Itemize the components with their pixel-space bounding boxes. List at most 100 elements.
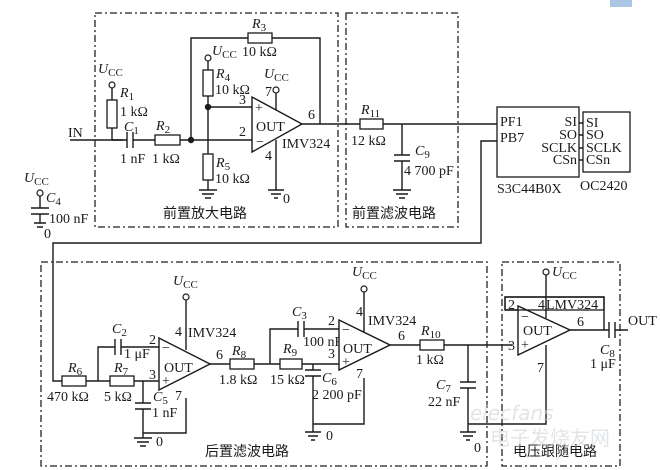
section-label-postfilter: 后置滤波电路	[205, 444, 289, 460]
ground-icon	[305, 424, 321, 441]
svg-text:UCC: UCC	[552, 265, 577, 282]
svg-text:3: 3	[239, 93, 246, 108]
svg-text:R9: R9	[282, 342, 298, 359]
c7-value: 22 nF	[428, 395, 461, 410]
wire	[97, 346, 159, 381]
watermark-text-cn: 电子发烧友网	[490, 426, 610, 450]
capacitor-c6	[305, 364, 321, 424]
ground-icon	[460, 424, 476, 441]
r9-value: 15 kΩ	[270, 373, 305, 388]
svg-text:0: 0	[156, 435, 163, 450]
capacitor-c3	[297, 321, 305, 337]
svg-text:+: +	[521, 338, 529, 353]
mcu-s3c44b0x	[496, 106, 580, 178]
svg-text:R2: R2	[155, 119, 170, 136]
svg-text:7: 7	[175, 389, 182, 404]
svg-text:R6: R6	[67, 361, 83, 378]
svg-text:C3: C3	[292, 305, 307, 322]
section-box-follower	[501, 261, 621, 467]
svg-text:0: 0	[283, 192, 290, 207]
svg-text:C5: C5	[153, 390, 168, 407]
svg-text:OUT: OUT	[164, 361, 193, 376]
opamp-u4-part: LMV324	[546, 298, 598, 313]
svg-text:−: −	[162, 341, 170, 356]
spi-bus	[579, 122, 583, 161]
svg-text:3: 3	[508, 339, 515, 354]
svg-text:R8: R8	[231, 344, 247, 361]
resistor-r4	[202, 69, 214, 97]
svg-text:SO: SO	[559, 128, 577, 143]
r3-value: 10 kΩ	[242, 45, 277, 60]
svg-text:−: −	[256, 135, 264, 150]
r4-value: 10 kΩ	[215, 83, 250, 98]
svg-text:C2: C2	[112, 322, 127, 339]
c6-value: 2 200 pF	[312, 388, 362, 403]
wire	[190, 37, 321, 140]
svg-text:2: 2	[328, 314, 335, 329]
svg-text:OUT: OUT	[523, 324, 552, 339]
sensor-name: OC2420	[580, 179, 627, 194]
svg-text:+: +	[342, 355, 350, 370]
svg-text:3: 3	[149, 368, 156, 383]
ground-icon	[199, 189, 217, 199]
svg-text:2: 2	[149, 333, 156, 348]
c4-value: 100 nF	[49, 212, 89, 227]
svg-text:R10: R10	[420, 324, 441, 341]
r2-value: 1 kΩ	[152, 152, 180, 167]
wire	[269, 328, 339, 364]
svg-text:SO: SO	[586, 128, 604, 143]
svg-text:C4: C4	[46, 191, 61, 208]
svg-text:C6: C6	[322, 371, 337, 388]
resistor-r6	[61, 375, 87, 387]
svg-text:6: 6	[577, 315, 584, 330]
svg-text:4: 4	[265, 149, 272, 164]
follower-feedback	[504, 296, 605, 311]
svg-text:0: 0	[474, 441, 481, 456]
svg-text:4: 4	[538, 298, 545, 313]
capacitor-c7	[460, 345, 476, 424]
opamp-u4	[517, 304, 572, 357]
resistor-r9	[279, 358, 303, 370]
svg-text:C9: C9	[415, 144, 430, 161]
opamp-u1	[251, 95, 304, 154]
resistor-r11	[359, 118, 384, 130]
svg-text:R3: R3	[251, 17, 267, 34]
svg-text:4: 4	[356, 305, 363, 320]
svg-text:+: +	[255, 101, 263, 116]
c1-label: C1	[124, 120, 139, 137]
svg-text:7: 7	[356, 367, 363, 382]
ground-icon	[34, 222, 46, 228]
svg-text:CSn: CSn	[553, 153, 577, 168]
svg-text:2: 2	[508, 298, 515, 313]
svg-text:OUT: OUT	[343, 342, 372, 357]
opamp-u3	[338, 318, 392, 372]
section-label-preamp: 前置放大电路	[163, 205, 247, 222]
resistor-r2	[154, 134, 181, 146]
svg-text:0: 0	[326, 429, 333, 444]
ground-icon	[134, 437, 152, 447]
r1-value: 1 kΩ	[120, 105, 148, 120]
section-box-postfilter	[40, 261, 488, 467]
output-label: OUT	[628, 314, 657, 329]
corner-marker	[610, 0, 632, 7]
c2-value: 1 μF	[124, 347, 150, 362]
svg-text:C8: C8	[600, 343, 615, 360]
watermark-text: elecfans	[470, 401, 554, 425]
svg-text:R11: R11	[360, 103, 380, 120]
section-box-prefilter	[345, 12, 459, 228]
capacitor-c2	[114, 339, 122, 355]
svg-text:7: 7	[265, 85, 272, 100]
svg-text:C7: C7	[436, 378, 451, 395]
opamp-u1-part: IMV324	[282, 137, 330, 152]
section-label-prefilter: 前置滤波电路	[352, 205, 436, 222]
svg-text:SI: SI	[565, 115, 578, 130]
r6-value: 470 kΩ	[47, 390, 89, 405]
svg-text:UCC: UCC	[264, 67, 289, 84]
resistor-r10	[419, 339, 445, 351]
mcu-name: S3C44B0X	[497, 182, 562, 197]
svg-text:UCC: UCC	[212, 44, 237, 61]
r7-value: 5 kΩ	[104, 390, 132, 405]
supply-ucc-r1: UCC	[98, 62, 123, 89]
svg-text:7: 7	[537, 361, 544, 376]
svg-text:6: 6	[216, 348, 223, 363]
